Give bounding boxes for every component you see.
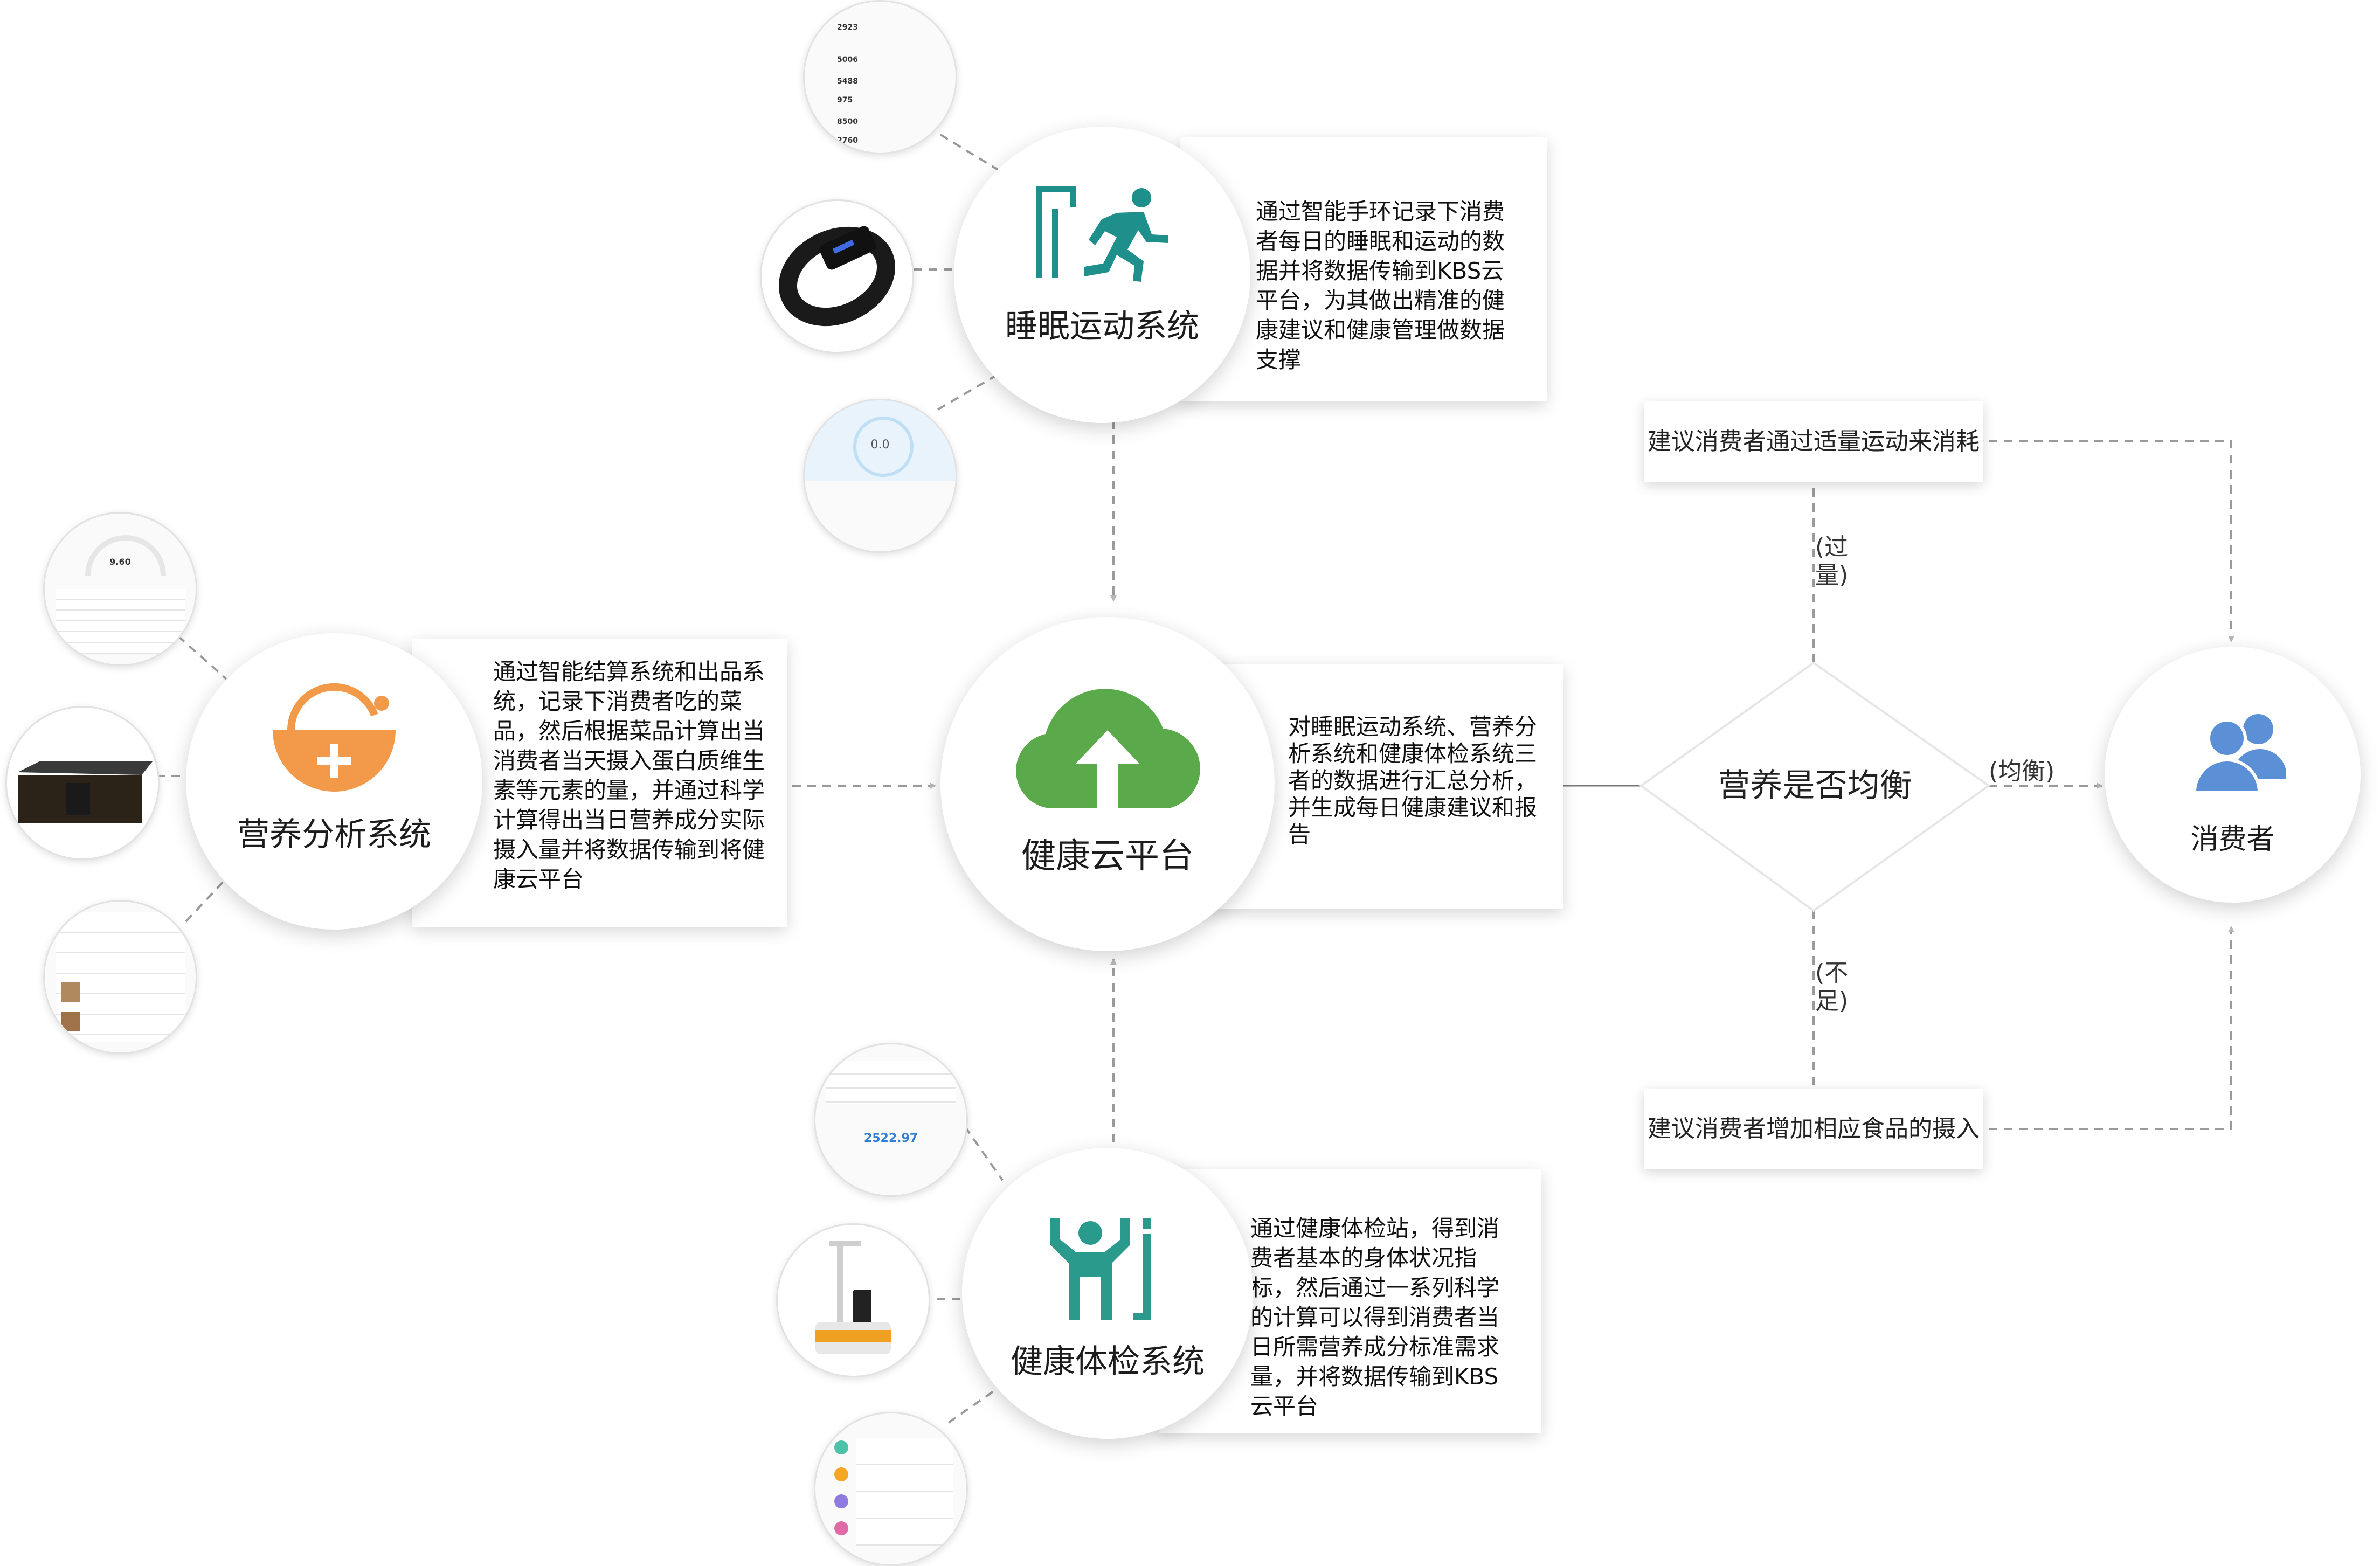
checkup-system-description: 通过健康体检站，得到消费者基本的身体状况指标，然后通过一系列科学的计算可以得到消…	[1250, 1215, 1500, 1419]
energy-value: 2522.97	[863, 1132, 918, 1145]
edge-label-excess: (过量)	[1815, 533, 1849, 589]
sleep-exercise-icon	[1036, 186, 1168, 282]
checkup-system-title: 健康体检系统	[1011, 1343, 1205, 1381]
thumb-link-4	[177, 635, 227, 680]
step-stat-5: 8500	[837, 117, 858, 126]
checkup-station-image	[815, 1241, 891, 1354]
link-lack-to-consumer	[1989, 926, 2234, 1130]
thumb-body-indicators	[814, 1412, 968, 1566]
indicator-dot-1	[834, 1440, 848, 1454]
thumb-link-6	[185, 877, 227, 923]
thumb-scale-app: 0.0	[803, 399, 957, 553]
indicator-dot-3	[834, 1494, 848, 1508]
scale-dial	[853, 417, 914, 477]
checkout-terminal-image	[18, 761, 153, 823]
meal-photo-1	[61, 982, 80, 1002]
thumb-link-9	[947, 1384, 1004, 1424]
edge-label-lack: (不足)	[1815, 959, 1849, 1015]
nutrition-table-lines	[56, 589, 185, 654]
step-stat-1: 2923	[837, 23, 858, 32]
sleep-system-title: 睡眠运动系统	[1005, 308, 1199, 345]
cloud-platform-card: 对睡眠运动系统、营养分析系统和健康体检系统三者的数据进行汇总分析，并生成每日健康…	[1202, 664, 1563, 909]
decision-diamond	[1639, 661, 1991, 912]
consumer-label: 消费者	[2190, 823, 2275, 856]
cloud-platform-description: 对睡眠运动系统、营养分析系统和健康体检系统三者的数据进行汇总分析，并生成每日健康…	[1288, 713, 1538, 848]
thumb-smart-band	[760, 199, 914, 354]
sleep-system-description: 通过智能手环记录下消费者每日的睡眠和运动的数据并将数据传输到KBS云平台，为其做…	[1256, 198, 1505, 373]
thumb-link-7	[964, 1125, 1004, 1181]
nutrition-system-node[interactable]: 营养分析系统	[186, 633, 482, 930]
step-stat-3: 5488	[837, 77, 858, 86]
step-stat-4: 975	[837, 96, 853, 105]
nutrition-gauge-value: 9.60	[109, 557, 131, 567]
cloud-platform-title: 健康云平台	[1021, 836, 1194, 876]
thumb-meal-record	[43, 900, 197, 1054]
thumb-link-1	[939, 134, 1004, 174]
sleep-system-node[interactable]: 睡眠运动系统	[954, 127, 1250, 423]
thumb-energy-requirement: 2522.97	[814, 1043, 968, 1197]
meal-photo-2	[61, 1012, 80, 1031]
nutrition-gauge	[85, 535, 166, 576]
decision-label: 营养是否均衡	[1718, 767, 1912, 805]
users-icon	[2195, 714, 2286, 792]
thumb-link-3	[937, 371, 1004, 411]
suggestion-lack: 建议消费者增加相应食品的摄入	[1644, 1089, 1983, 1169]
indicator-dot-2	[834, 1467, 848, 1481]
basket-plus-icon	[273, 683, 396, 792]
thumb-step-stats-screen: 2923 5006 5488 975 8500 2760	[803, 0, 957, 154]
cloud-platform-node[interactable]: 健康云平台	[940, 617, 1275, 951]
indicator-lines	[856, 1438, 953, 1546]
edge-label-balanced: (均衡)	[1989, 758, 2055, 785]
sleep-system-card: 通过智能手环记录下消费者每日的睡眠和运动的数据并将数据传输到KBS云平台，为其做…	[1180, 137, 1547, 401]
checkup-system-node[interactable]: 健康体检系统	[962, 1148, 1253, 1439]
thumb-checkup-station	[776, 1223, 930, 1377]
indicator-dot-4	[834, 1521, 848, 1535]
thumb-nutrition-report: 9.60	[43, 512, 197, 666]
scale-reading: 0.0	[870, 438, 890, 452]
energy-table-lines	[826, 1061, 956, 1104]
cloud-upload-icon	[1016, 689, 1200, 808]
nutrition-system-description: 通过智能结算系统和出品系统，记录下消费者吃的菜品，然后根据菜品计算出当消费者当天…	[493, 659, 765, 892]
nutrition-system-title: 营养分析系统	[237, 816, 431, 854]
smart-band-image	[778, 226, 896, 327]
body-checkup-icon	[1050, 1218, 1151, 1320]
consumer-node[interactable]: 消费者	[2105, 647, 2361, 903]
step-stat-6: 2760	[837, 136, 858, 145]
link-excess-to-consumer	[1989, 440, 2234, 642]
suggestion-excess: 建议消费者通过适量运动来消耗	[1644, 401, 1983, 482]
step-stat-2: 5006	[837, 56, 858, 64]
thumb-checkout-terminal	[5, 706, 160, 860]
